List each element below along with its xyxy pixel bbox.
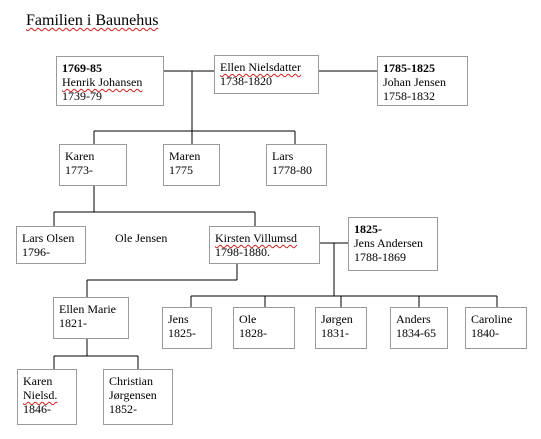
person-dates: 1834-65	[396, 326, 436, 340]
person-box-henrik-johansen: 1769-85 Henrik Johansen 1739-79	[56, 56, 164, 106]
person-name: Maren	[169, 149, 201, 163]
person-dates: 1831-	[321, 326, 349, 340]
person-box-kirsten-villumsd: Kirsten Villumsd 1798-1880.	[209, 226, 320, 264]
person-name: Jørgen	[321, 312, 353, 326]
person-box-ole: Ole 1828-	[233, 307, 295, 349]
person-name: Jens Andersen	[354, 236, 423, 250]
person-box-karen: Karen 1773-	[59, 144, 127, 186]
person-name: Jens	[168, 312, 189, 326]
person-name: Caroline	[471, 312, 513, 326]
person-name: Henrik Johansen	[62, 75, 143, 89]
person-dates: 1758-1832	[383, 89, 435, 103]
marriage-years: 1769-85	[62, 61, 102, 75]
person-box-jens: Jens 1825-	[162, 307, 212, 349]
person-box-ole-jensen: Ole Jensen	[109, 226, 191, 264]
person-box-lars-olsen: Lars Olsen 1796-	[16, 226, 86, 264]
person-dates: 1840-	[471, 326, 499, 340]
person-dates: 1778-80	[272, 163, 312, 177]
person-box-lars: Lars 1778-80	[266, 144, 327, 186]
person-box-ellen-marie: Ellen Marie 1821-	[53, 297, 129, 339]
person-box-anders: Anders 1834-65	[390, 307, 448, 349]
person-name: Anders	[396, 312, 431, 326]
person-name: Ellen Marie	[59, 302, 116, 316]
person-dates: 1788-1869	[354, 250, 406, 264]
person-dates: 1738-1820	[220, 74, 272, 88]
person-dates: 1821-	[59, 316, 87, 330]
marriage-years: 1825-	[354, 222, 382, 236]
person-name: Lars Olsen	[22, 231, 75, 245]
person-dates: 1796-	[22, 245, 50, 259]
person-dates: 1798-1880.	[215, 245, 270, 259]
person-name-line2: Jørgensen	[109, 388, 157, 402]
person-dates: 1828-	[239, 326, 267, 340]
person-dates: 1775	[169, 163, 193, 177]
person-name: Ole Jensen	[115, 231, 168, 245]
person-box-christian-jorgensen: Christian Jørgensen 1852-	[103, 369, 173, 425]
person-name: Ellen Nielsdatter	[220, 60, 301, 74]
person-box-caroline: Caroline 1840-	[465, 307, 527, 349]
person-box-jorgen: Jørgen 1831-	[315, 307, 367, 349]
person-name: Lars	[272, 149, 294, 163]
person-box-ellen-nielsdatter: Ellen Nielsdatter 1738-1820	[214, 55, 319, 94]
person-dates: 1846-	[23, 402, 51, 416]
diagram-title-text: Familien i Baunehus	[26, 12, 159, 29]
person-name: Ole	[239, 312, 257, 326]
person-box-jens-andersen: 1825- Jens Andersen 1788-1869	[348, 217, 438, 271]
person-name: Karen	[65, 149, 95, 163]
person-dates: 1852-	[109, 402, 137, 416]
person-dates: 1825-	[168, 326, 196, 340]
person-box-maren: Maren 1775	[163, 144, 220, 186]
person-dates: 1739-79	[62, 89, 102, 103]
person-name-line2: Nielsd.	[23, 388, 58, 402]
person-dates: 1773-	[65, 163, 93, 177]
marriage-years: 1785-1825	[383, 61, 435, 75]
person-box-johan-jensen: 1785-1825 Johan Jensen 1758-1832	[377, 56, 468, 106]
person-name: Christian	[109, 374, 153, 388]
diagram-title: Familien i Baunehus	[26, 11, 158, 31]
person-name: Kirsten Villumsd	[215, 231, 298, 245]
person-name: Karen	[23, 374, 53, 388]
person-box-karen-nielsd: Karen Nielsd. 1846-	[17, 369, 77, 425]
person-name: Johan Jensen	[383, 75, 446, 89]
